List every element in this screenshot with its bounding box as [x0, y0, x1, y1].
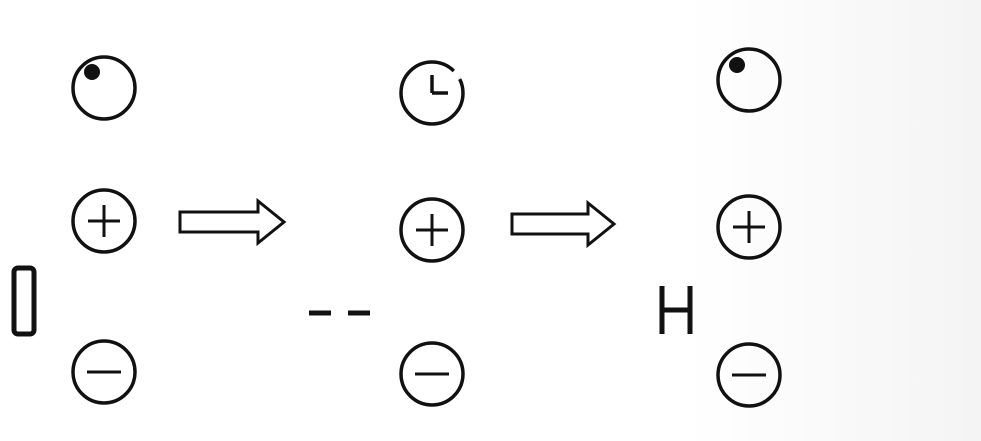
plus-icon	[399, 197, 465, 263]
minus-icon	[716, 342, 782, 408]
stage-2	[309, 60, 465, 407]
right-arrow-icon	[510, 199, 617, 249]
mode-display-zero	[11, 265, 37, 337]
minus-icon	[399, 341, 465, 407]
plus-icon	[71, 188, 137, 254]
clock-icon	[399, 60, 465, 126]
right-arrow-icon	[178, 197, 287, 247]
plus-icon	[716, 194, 782, 260]
seven-segment-zero	[11, 265, 37, 337]
dot-icon	[71, 55, 137, 121]
minus-icon	[71, 339, 137, 405]
stage-3	[659, 47, 782, 408]
mode-display-h	[659, 286, 693, 334]
stage-1	[11, 55, 137, 405]
dot-icon	[716, 47, 782, 113]
